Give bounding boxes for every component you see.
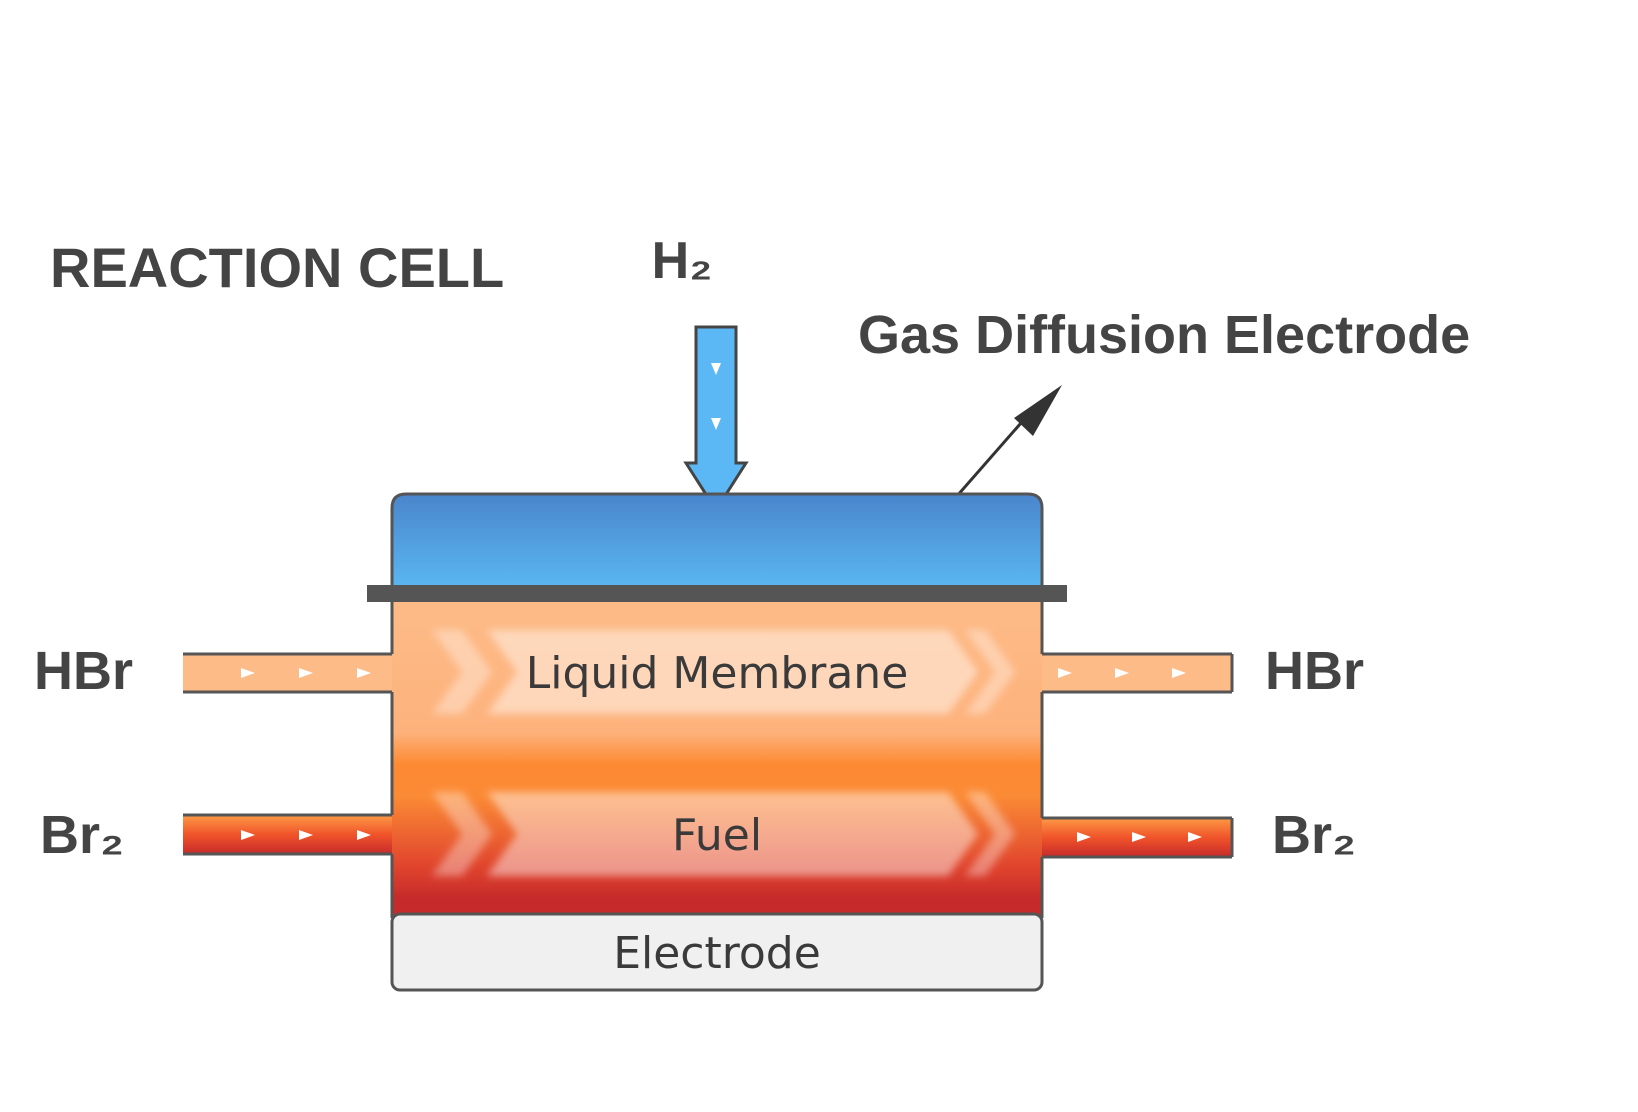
- hbr-inlet-pipe: [183, 652, 395, 694]
- br2-inlet-label: Br₂: [40, 805, 124, 865]
- reaction-body-outline: [390, 598, 1044, 918]
- h2-label: H₂: [652, 232, 713, 290]
- fuel-label: Fuel: [672, 810, 762, 861]
- hbr-outlet-pipe: [1040, 652, 1234, 694]
- h2-inlet-arrow: [683, 325, 749, 513]
- separator-bar: [367, 585, 1067, 602]
- br2-outlet-pipe: [1040, 816, 1234, 859]
- liquid-membrane-label: Liquid Membrane: [526, 648, 909, 699]
- electrode-label: Electrode: [613, 928, 821, 979]
- hbr-outlet-label: HBr: [1265, 641, 1364, 701]
- gde-label: Gas Diffusion Electrode: [858, 305, 1470, 365]
- br2-inlet-pipe: [183, 813, 395, 856]
- diagram-title: REACTION CELL: [50, 236, 504, 299]
- liquid-membrane-flow: [432, 630, 1015, 714]
- hbr-inlet-label: HBr: [34, 641, 133, 701]
- gas-diffusion-electrode: [390, 492, 1044, 592]
- electrode-block: [390, 912, 1044, 992]
- br2-outlet-label: Br₂: [1272, 805, 1356, 865]
- fuel-flow: [432, 792, 1015, 876]
